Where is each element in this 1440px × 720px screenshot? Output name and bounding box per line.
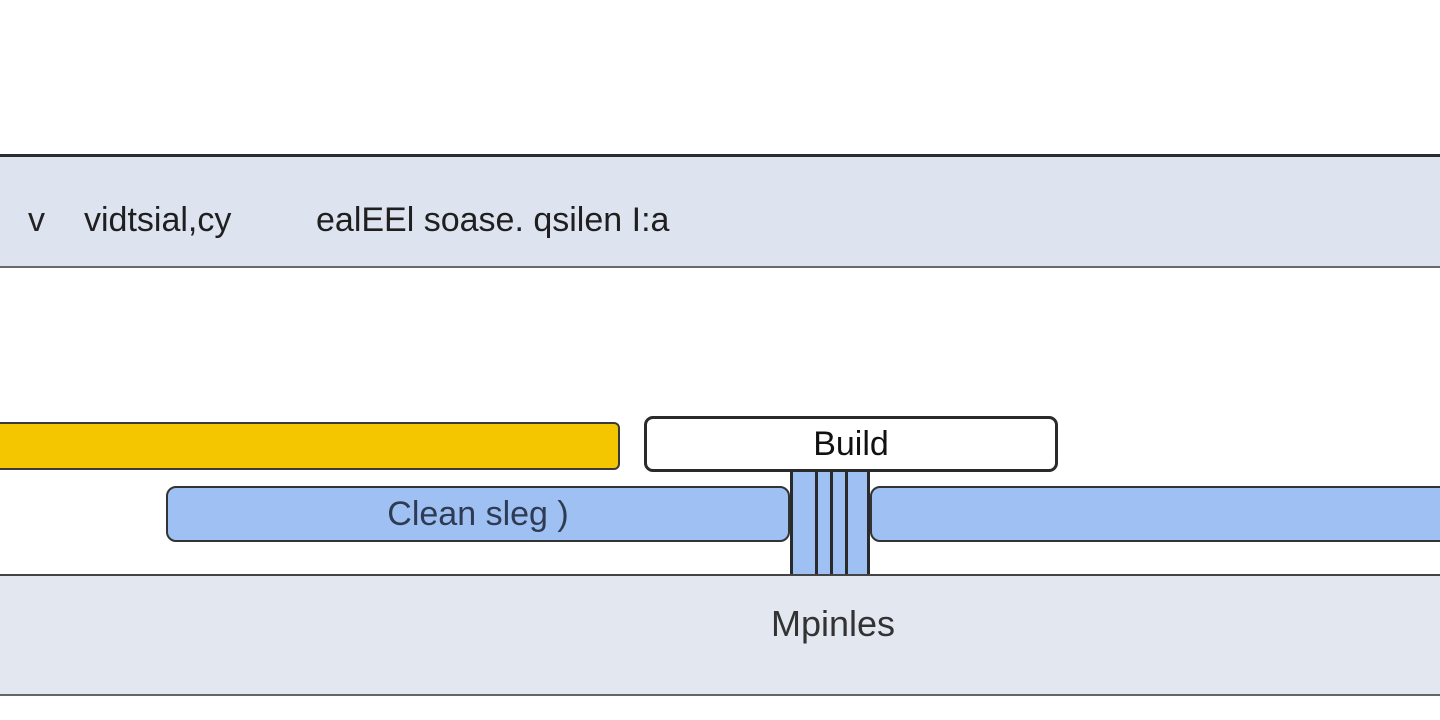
connector-line xyxy=(830,472,833,576)
right-stage-bar[interactable] xyxy=(870,486,1440,542)
header-subtitle: ealEEl soase. qsilen I:a xyxy=(316,201,670,239)
pipeline-connector xyxy=(790,472,870,576)
connector-line xyxy=(815,472,818,576)
clean-stage-label: Clean sleg ) xyxy=(387,494,569,533)
build-button-label: Build xyxy=(813,424,889,463)
header-title: vidtsial,cy xyxy=(84,201,232,239)
clean-stage-button[interactable]: Clean sleg ) xyxy=(166,486,790,542)
footer-bar: Mpinles xyxy=(0,574,1440,696)
header-bar: v vidtsial,cy ealEEl soase. qsilen I:a xyxy=(0,154,1440,268)
chevron-v-icon[interactable]: v xyxy=(28,201,45,239)
yellow-progress-bar xyxy=(0,422,620,470)
build-button[interactable]: Build xyxy=(644,416,1058,472)
footer-label: Mpinles xyxy=(770,603,896,644)
connector-line xyxy=(845,472,848,576)
